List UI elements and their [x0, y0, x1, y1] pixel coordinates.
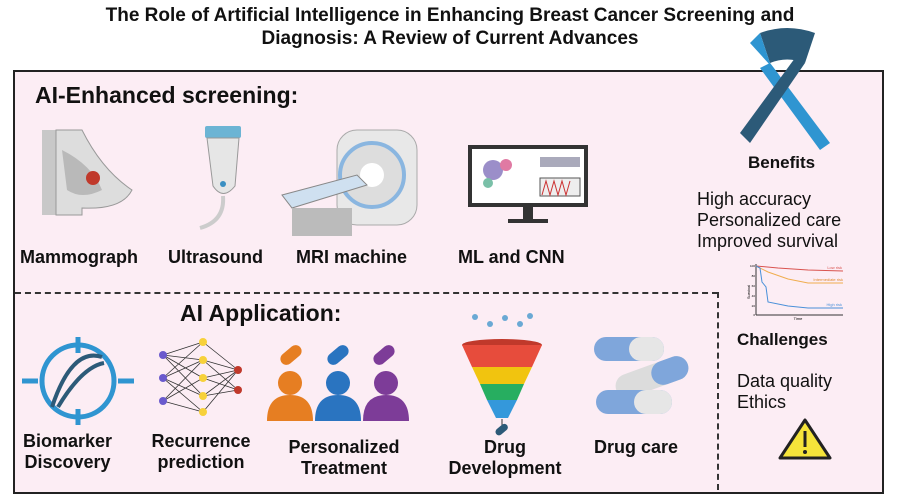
challenge-item: Ethics	[737, 392, 787, 412]
capsules-icon	[594, 337, 689, 414]
screening-label-ultrasound: Ultrasound	[168, 247, 264, 267]
screening-label-mri: MRI machine	[296, 247, 408, 267]
y-tick: 0	[753, 313, 755, 317]
content-panel	[13, 70, 884, 494]
neural-network-icon	[159, 338, 242, 416]
sidebar-divider	[717, 292, 719, 490]
y-tick: 80	[752, 274, 756, 278]
y-tick: 100	[750, 264, 755, 268]
y-tick: 60	[752, 284, 756, 288]
title-line-2: Diagnosis: A Review of Current Advances	[261, 28, 639, 49]
screening-label-mammograph: Mammograph	[20, 247, 139, 267]
section-divider	[15, 292, 718, 294]
y-tick: 20	[752, 304, 756, 308]
x-axis-label: Time	[794, 316, 804, 321]
application-label-drug-care: Drug care	[593, 437, 679, 457]
y-axis-label: Survival	[746, 285, 751, 299]
dna-target-icon	[22, 337, 134, 425]
awareness-ribbon-icon	[740, 28, 830, 150]
benefit-item: Improved survival	[697, 231, 839, 251]
survival-curve-chart: Low risk Intermediate risk High risk Tim…	[746, 264, 844, 321]
patients-pills-icon	[267, 345, 409, 421]
title-line-1: The Role of Artificial Intelligence in E…	[105, 5, 795, 26]
series-label: Intermediate risk	[813, 277, 843, 282]
computer-monitor-icon	[468, 145, 588, 223]
series-label: Low risk	[827, 265, 842, 270]
funnel-icon	[462, 313, 542, 436]
screening-label-ml-cnn: ML and CNN	[458, 247, 565, 267]
benefit-item: High accuracy	[697, 189, 812, 209]
challenge-item: Data quality	[737, 371, 833, 391]
breast-mammogram-icon	[42, 129, 133, 216]
mri-machine-icon	[281, 129, 418, 236]
ultrasound-probe-icon	[199, 126, 241, 230]
warning-icon	[778, 418, 832, 460]
y-tick: 40	[752, 294, 756, 298]
intermediate-risk-curve	[755, 265, 843, 284]
low-risk-curve	[755, 265, 844, 272]
screening-heading: AI-Enhanced screening:	[35, 82, 299, 108]
benefits-heading: Benefits	[748, 153, 816, 172]
benefit-item: Personalized care	[697, 210, 842, 230]
series-label: High risk	[826, 302, 842, 307]
high-risk-curve	[755, 265, 843, 309]
challenges-heading: Challenges	[737, 330, 828, 349]
application-heading: AI Application:	[180, 300, 342, 326]
